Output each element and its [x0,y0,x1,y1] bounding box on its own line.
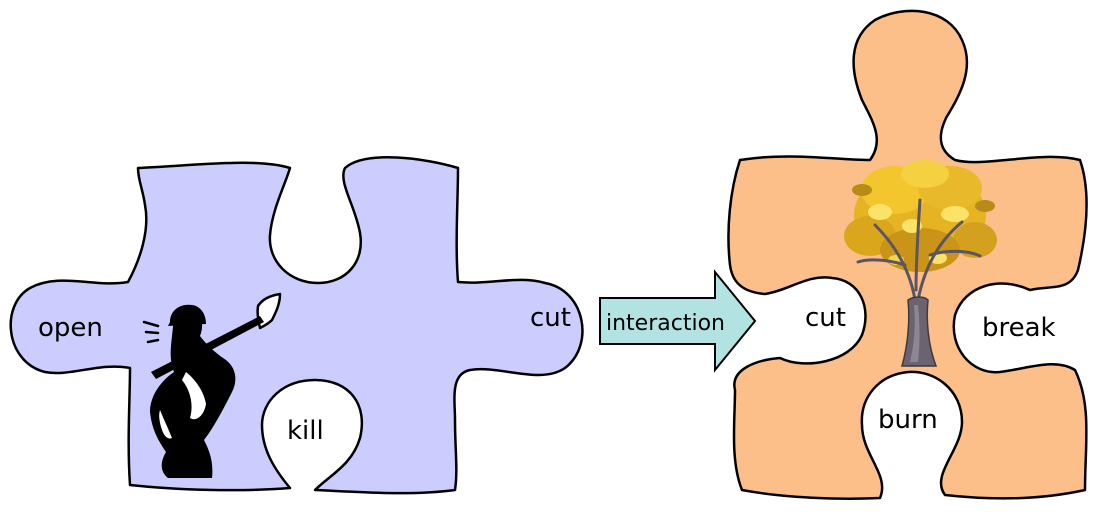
label-open: open [38,313,103,343]
woodcutter-with-axe-icon [142,292,282,478]
woodcutter-highlight [182,372,206,420]
interaction-arrow: interaction [599,269,757,373]
arrow-label: interaction [606,311,725,336]
autumn-tree-icon [844,160,997,367]
label-cut-left: cut [530,303,571,333]
tree-branches [856,198,982,302]
label-cut-right: cut [805,303,846,333]
tree-trunk-shade [910,305,920,362]
arrow-shape [599,269,757,373]
label-kill: kill [287,416,324,446]
woodcutter-helmet [168,304,206,326]
label-burn: burn [878,405,938,435]
label-break: break [982,313,1056,343]
motion-lines [142,320,160,344]
woodcutter-highlight-2 [159,410,172,439]
